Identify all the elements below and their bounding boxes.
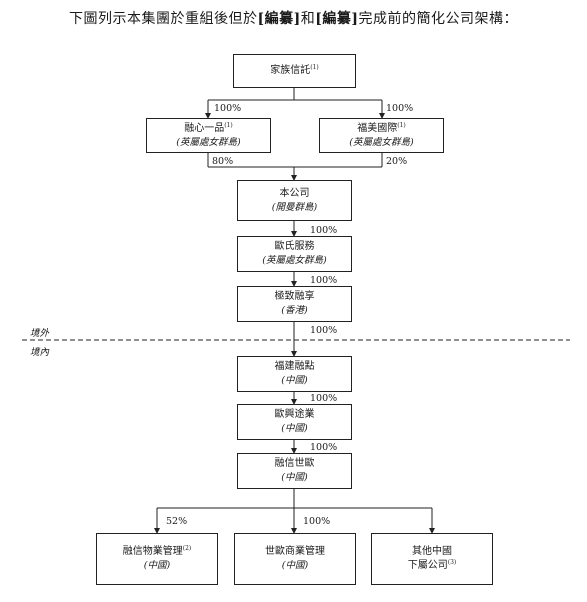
onshore-label: 境內	[30, 347, 50, 358]
oushi-box: 歐氏服務 (英屬處女群島)	[237, 236, 352, 272]
percentage-label: 100%	[310, 225, 338, 236]
redacted-term: [編纂]	[257, 11, 301, 27]
family-trust-box: 家族信託(1)	[233, 54, 356, 88]
redacted-term: [編纂]	[315, 11, 359, 27]
percentage-label: 100%	[303, 516, 331, 527]
fujian-box: 福建融點 (中國)	[237, 356, 352, 392]
page-title: 下圖列示本集團於重組後但於[編纂]和[編纂]完成前的簡化公司架構：	[69, 11, 518, 27]
jizhi-box: 極致融享 (香港)	[237, 286, 352, 322]
fumei-box: 福美國際(1) (英屬處女群島)	[319, 118, 444, 153]
percentage-label: 80%	[212, 156, 234, 167]
percentage-label: 52%	[166, 516, 188, 527]
rongxin-yipin-box: 融心一品(1) (英屬處女群島)	[146, 118, 271, 153]
rongxin-wuye-box: 融信物業管理(2) (中國)	[96, 533, 218, 585]
percentage-label: 100%	[310, 275, 338, 286]
offshore-label: 境外	[30, 328, 50, 339]
other-subsidiaries-box: 其他中國 下屬公司(3)	[371, 533, 493, 585]
percentage-label: 100%	[386, 103, 414, 114]
shiou-shangye-box: 世歐商業管理 (中國)	[234, 533, 356, 585]
percentage-label: 20%	[386, 156, 408, 167]
percentage-label: 100%	[310, 325, 338, 336]
ouxing-box: 歐興途業 (中國)	[237, 404, 352, 440]
percentage-label: 100%	[310, 442, 338, 453]
rongxin-shiou-box: 融信世歐 (中國)	[237, 453, 352, 489]
percentage-label: 100%	[214, 103, 242, 114]
percentage-label: 100%	[310, 393, 338, 404]
company-box: 本公司 (開曼群島)	[237, 180, 352, 221]
